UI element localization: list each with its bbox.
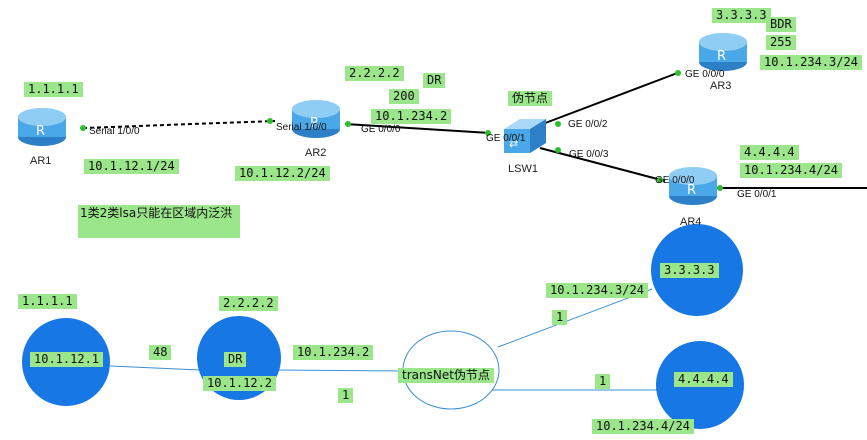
port-dot (675, 70, 681, 76)
svg-text:⇄: ⇄ (509, 137, 518, 150)
graph-edge-cost-4: 1 (595, 374, 611, 389)
ar2-serial-ip: 10.1.12.2/24 (235, 166, 330, 181)
port-label: GE 0/0/1 (486, 133, 526, 144)
graph-node4-id: 4.4.4.4 (674, 372, 733, 387)
ar1-router-id: 1.1.1.1 (24, 82, 83, 97)
port-dot (657, 177, 663, 183)
port-dot (345, 121, 351, 127)
port-label: GE 0/0/2 (568, 119, 608, 130)
ar4-router-id: 4.4.4.4 (740, 145, 799, 160)
router-icon[interactable]: R (697, 30, 749, 77)
svg-text:R: R (717, 49, 726, 64)
graph-edge-cost-12: 48 (149, 345, 172, 360)
ar2-router-id: 2.2.2.2 (345, 66, 404, 81)
ar3-priority: 255 (766, 35, 796, 50)
svg-text:R: R (687, 183, 696, 198)
ar3-ip: 10.1.234.3/24 (760, 55, 862, 70)
graph-edge-cost-3: 1 (552, 310, 568, 325)
link-lsw1-ar4 (539, 147, 666, 182)
svg-text:R: R (310, 116, 319, 131)
graph-node1-id: 1.1.1.1 (18, 294, 77, 309)
graph-node1-ip: 10.1.12.1 (30, 352, 104, 367)
graph-edge-ip-3: 10.1.234.3/24 (546, 283, 648, 298)
router-icon[interactable]: R (290, 97, 342, 144)
port-label: GE 0/0/3 (569, 149, 609, 160)
ar3-router-id: 3.3.3.3 (712, 8, 771, 23)
pseudo-node-label: 伪节点 (508, 91, 553, 106)
graph-edge-ip-2: 10.1.234.2 (293, 345, 374, 360)
link-ar2-lsw1 (344, 123, 491, 134)
port-label: Serial 1/0/0 (276, 122, 327, 133)
device-name-ar3: AR3 (710, 80, 732, 92)
ar3-role: BDR (766, 17, 796, 32)
port-dot (717, 185, 723, 191)
router-icon[interactable]: R (16, 105, 68, 152)
ar2-ge-ip: 10.1.234.2 (371, 109, 452, 124)
graph-node3-id: 3.3.3.3 (660, 263, 719, 278)
port-label: GE 0/0/0 (361, 124, 401, 135)
port-label: GE 0/0/0 (655, 175, 695, 186)
ar2-priority: 200 (389, 89, 419, 104)
device-name-lsw1: LSW1 (508, 163, 538, 175)
port-dot (80, 125, 86, 131)
switch-icon[interactable]: ⇄ (500, 115, 550, 162)
port-dot (267, 118, 273, 124)
port-dot (555, 121, 561, 127)
device-name-ar1: AR1 (30, 155, 52, 167)
graph-edge-cost-2: 1 (338, 388, 354, 403)
device-name-ar2: AR2 (305, 147, 327, 159)
graph-edge-transnet-3 (497, 288, 653, 348)
port-dot (555, 147, 561, 153)
ar2-role: DR (423, 73, 446, 88)
graph-node2-role: DR (224, 352, 247, 367)
graph-edge-2-transnet (277, 369, 406, 372)
port-label: GE 0/0/0 (685, 69, 725, 80)
device-name-ar4: AR4 (680, 216, 702, 228)
ar4-ip: 10.1.234.4/24 (740, 163, 842, 178)
graph-node2-ip: 10.1.12.2 (203, 376, 277, 391)
graph-node2-id: 2.2.2.2 (219, 296, 278, 311)
port-dot (485, 130, 491, 136)
port-label: Serial 1/0/0 (89, 126, 140, 137)
transnet-label: transNet伪节点 (398, 368, 494, 383)
graph-edge-1-2 (109, 365, 201, 371)
router-icon[interactable]: R (667, 164, 719, 211)
svg-text:R: R (36, 124, 45, 139)
ar1-ip: 10.1.12.1/24 (84, 159, 179, 174)
graph-node4-ip: 10.1.234.4/24 (592, 419, 694, 434)
port-label: GE 0/0/1 (737, 189, 777, 200)
lsa-note: 1类2类lsa只能在区域内泛洪 (78, 205, 241, 238)
link-lsw1-ar3 (539, 71, 681, 126)
